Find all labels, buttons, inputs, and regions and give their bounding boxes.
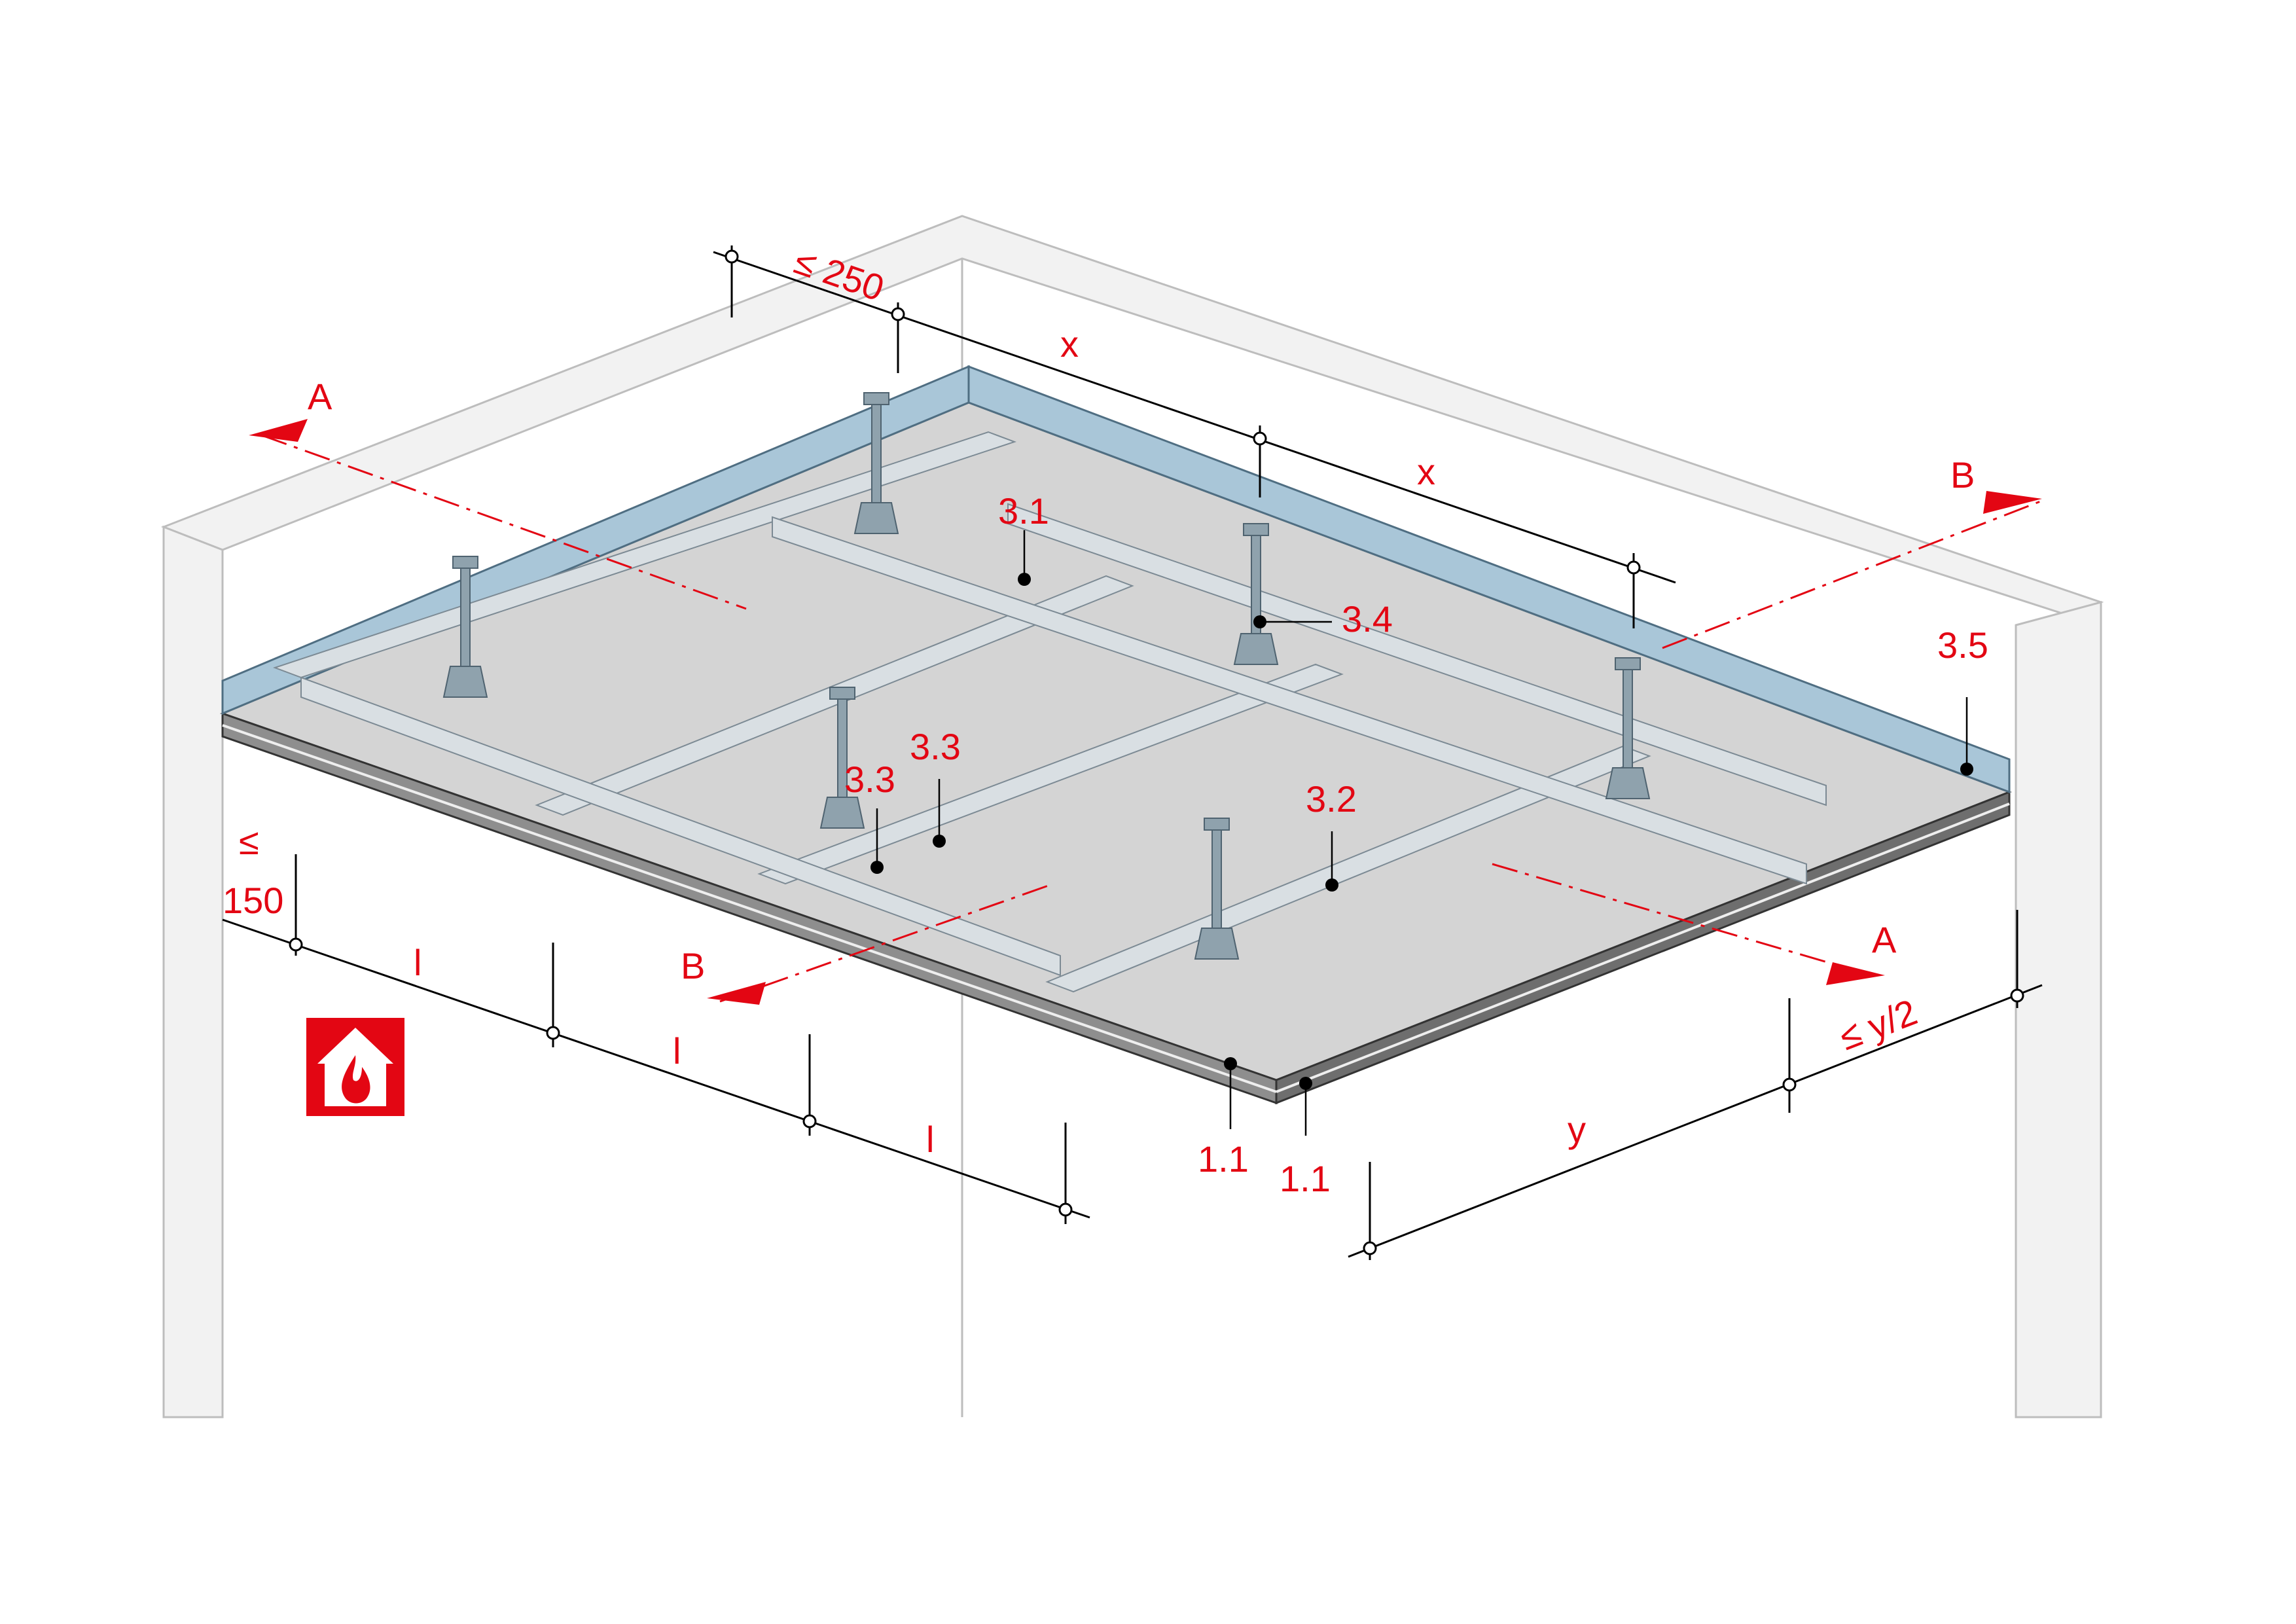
section-arrow-a-left xyxy=(249,419,308,442)
edge-trim-back-right xyxy=(967,365,2011,794)
board-layer-line-front xyxy=(222,724,1277,1093)
label-1-1-right: 1.1 xyxy=(1280,1158,1331,1199)
cross-channels xyxy=(300,503,1827,977)
label-section-a-right: A xyxy=(1872,919,1897,960)
fire-protection-icon xyxy=(306,1018,404,1116)
board-layer-line-right xyxy=(1276,803,2010,1093)
leaders xyxy=(870,530,1973,1136)
section-arrow-b-left xyxy=(707,982,766,1005)
hanger-4 xyxy=(819,687,865,829)
cross-channel-2 xyxy=(772,516,1807,885)
hanger-3 xyxy=(1233,523,1279,665)
hanger-2 xyxy=(442,556,488,698)
label-3-4: 3.4 xyxy=(1342,598,1393,640)
main-channel-2 xyxy=(757,663,1344,885)
section-line-b-left xyxy=(719,882,1054,1003)
room-walls xyxy=(160,215,2104,1418)
label-section-a-left: A xyxy=(308,376,332,417)
section-arrow-a-right xyxy=(1826,962,1885,985)
label-dim-x-1: x xyxy=(1060,323,1079,365)
section-line-b-right xyxy=(1662,499,2043,649)
section-arrow-b-right xyxy=(1983,491,2042,514)
dim-line-y xyxy=(1348,984,2043,1258)
dim-line-l xyxy=(222,918,1090,1219)
cross-channel-1 xyxy=(300,676,1061,977)
label-dim-l-1: l xyxy=(414,942,422,983)
label-dim-x-2: x xyxy=(1417,451,1435,492)
label-section-b-right: B xyxy=(1950,454,1975,496)
left-wall-face xyxy=(162,525,224,1418)
label-dim-y: y xyxy=(1568,1109,1586,1150)
label-dim-150-val: 150 xyxy=(223,880,283,921)
label-1-1-left: 1.1 xyxy=(1198,1138,1249,1180)
hanger-5 xyxy=(1605,657,1651,799)
label-dim-l-2: l xyxy=(673,1030,681,1072)
label-dim-y-half: ≤ y/2 xyxy=(1834,991,1923,1058)
section-lines xyxy=(249,419,2043,1005)
label-dim-150-sym: ≤ xyxy=(239,821,259,862)
label-3-3-right: 3.3 xyxy=(910,726,961,767)
label-dim-l-3: l xyxy=(926,1119,934,1160)
right-wall-face xyxy=(2015,601,2102,1418)
label-3-5: 3.5 xyxy=(1937,624,1988,666)
hanger-6 xyxy=(1194,818,1240,960)
hanger-1 xyxy=(853,392,899,534)
label-section-b-left: B xyxy=(681,945,705,986)
cross-channel-3 xyxy=(1007,503,1827,806)
dim-line-top xyxy=(713,251,1676,584)
hangers xyxy=(442,392,1651,960)
main-channel-1 xyxy=(272,431,1017,679)
section-line-a-left xyxy=(261,434,747,610)
label-3-2: 3.2 xyxy=(1306,778,1357,820)
section-line-a-right xyxy=(1492,863,1873,977)
label-3-3-left: 3.3 xyxy=(844,759,895,800)
label-3-1: 3.1 xyxy=(998,490,1049,532)
main-channel-3 xyxy=(1045,745,1651,993)
dimension-lines xyxy=(222,245,2043,1260)
